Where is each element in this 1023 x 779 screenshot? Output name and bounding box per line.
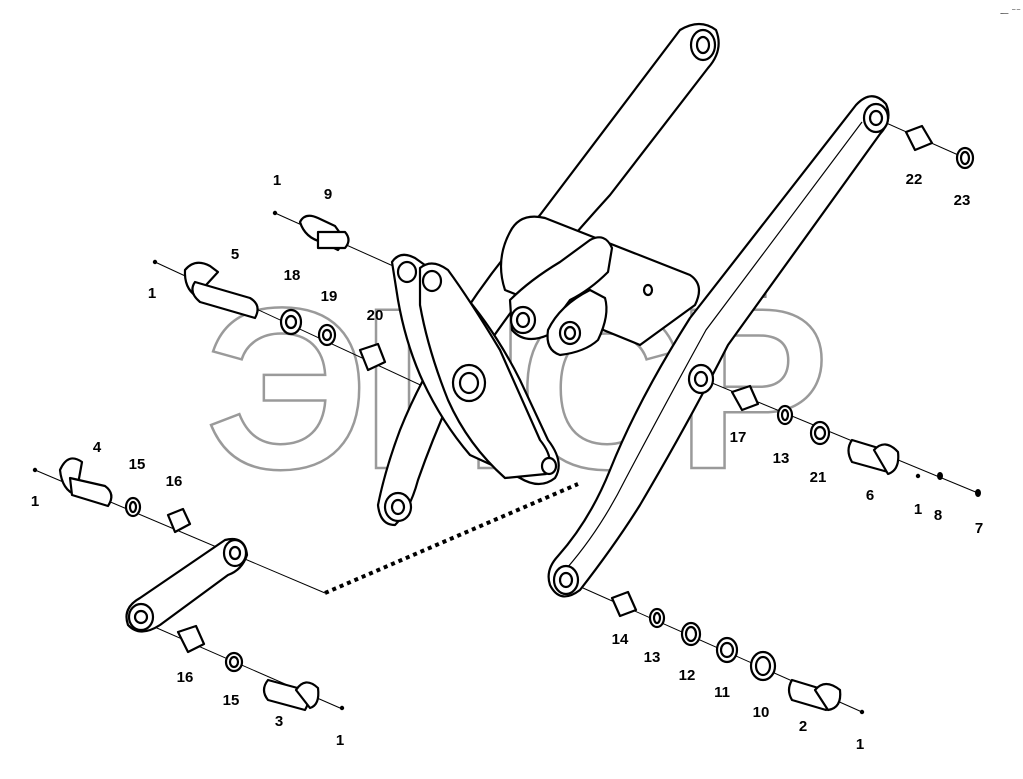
callout-1-e: 1 <box>914 501 922 518</box>
callout-21: 21 <box>810 469 827 486</box>
bushings-and-rings <box>124 124 981 682</box>
callout-13-b: 13 <box>644 649 661 666</box>
bushing-14 <box>610 590 638 618</box>
callout-11: 11 <box>714 684 730 701</box>
callout-15-a: 15 <box>129 456 146 473</box>
bellcrank-bracket <box>390 253 560 486</box>
callout-15-b: 15 <box>223 692 240 709</box>
callout-23: 23 <box>954 192 971 209</box>
pin-4 <box>58 457 113 508</box>
hidden-pivot-line <box>324 482 579 595</box>
bolt-7 <box>975 489 981 497</box>
pin-6 <box>847 438 900 476</box>
callout-10: 10 <box>753 704 770 721</box>
callout-22: 22 <box>906 171 923 188</box>
callout-1-b: 1 <box>148 285 156 302</box>
callout-1-a: 1 <box>273 172 281 189</box>
callout-9: 9 <box>324 186 332 203</box>
bushing-16-a <box>166 507 192 534</box>
callout-3: 3 <box>275 713 283 730</box>
bushing-22 <box>904 124 934 152</box>
pin-5 <box>183 261 259 320</box>
callout-16-b: 16 <box>177 669 194 686</box>
callout-18: 18 <box>284 267 301 284</box>
washer-8 <box>937 472 943 480</box>
callout-12: 12 <box>679 667 696 684</box>
callout-1-d: 1 <box>336 732 344 749</box>
callout-5: 5 <box>231 246 239 263</box>
callout-16-a: 16 <box>166 473 183 490</box>
bolt-end-dots <box>32 210 921 715</box>
callout-20: 20 <box>367 307 384 324</box>
lower-link <box>125 537 249 633</box>
callout-4: 4 <box>93 439 102 456</box>
callout-13-a: 13 <box>773 450 790 467</box>
callout-1-f: 1 <box>856 736 864 753</box>
callout-1-c: 1 <box>31 493 39 510</box>
bushing-20 <box>358 342 387 372</box>
callout-labels: 1 9 5 18 1 19 20 4 15 16 1 16 15 3 1 22 … <box>31 171 983 753</box>
corner-mark: ᎗ ⁻⁻ <box>1000 6 1021 16</box>
bushing-17 <box>730 384 760 412</box>
callout-14: 14 <box>612 631 629 648</box>
pin-2 <box>787 678 842 712</box>
callout-2: 2 <box>799 718 807 735</box>
bushing-16-b <box>176 624 206 654</box>
callout-19: 19 <box>321 288 338 305</box>
callout-8: 8 <box>934 507 942 524</box>
pin-9 <box>298 214 350 252</box>
callout-6: 6 <box>866 487 874 504</box>
callout-17: 17 <box>730 429 747 446</box>
tilt-bracket <box>508 236 614 357</box>
callout-7: 7 <box>975 520 983 537</box>
pin-3 <box>262 678 320 712</box>
right-boom-arm <box>547 95 890 598</box>
